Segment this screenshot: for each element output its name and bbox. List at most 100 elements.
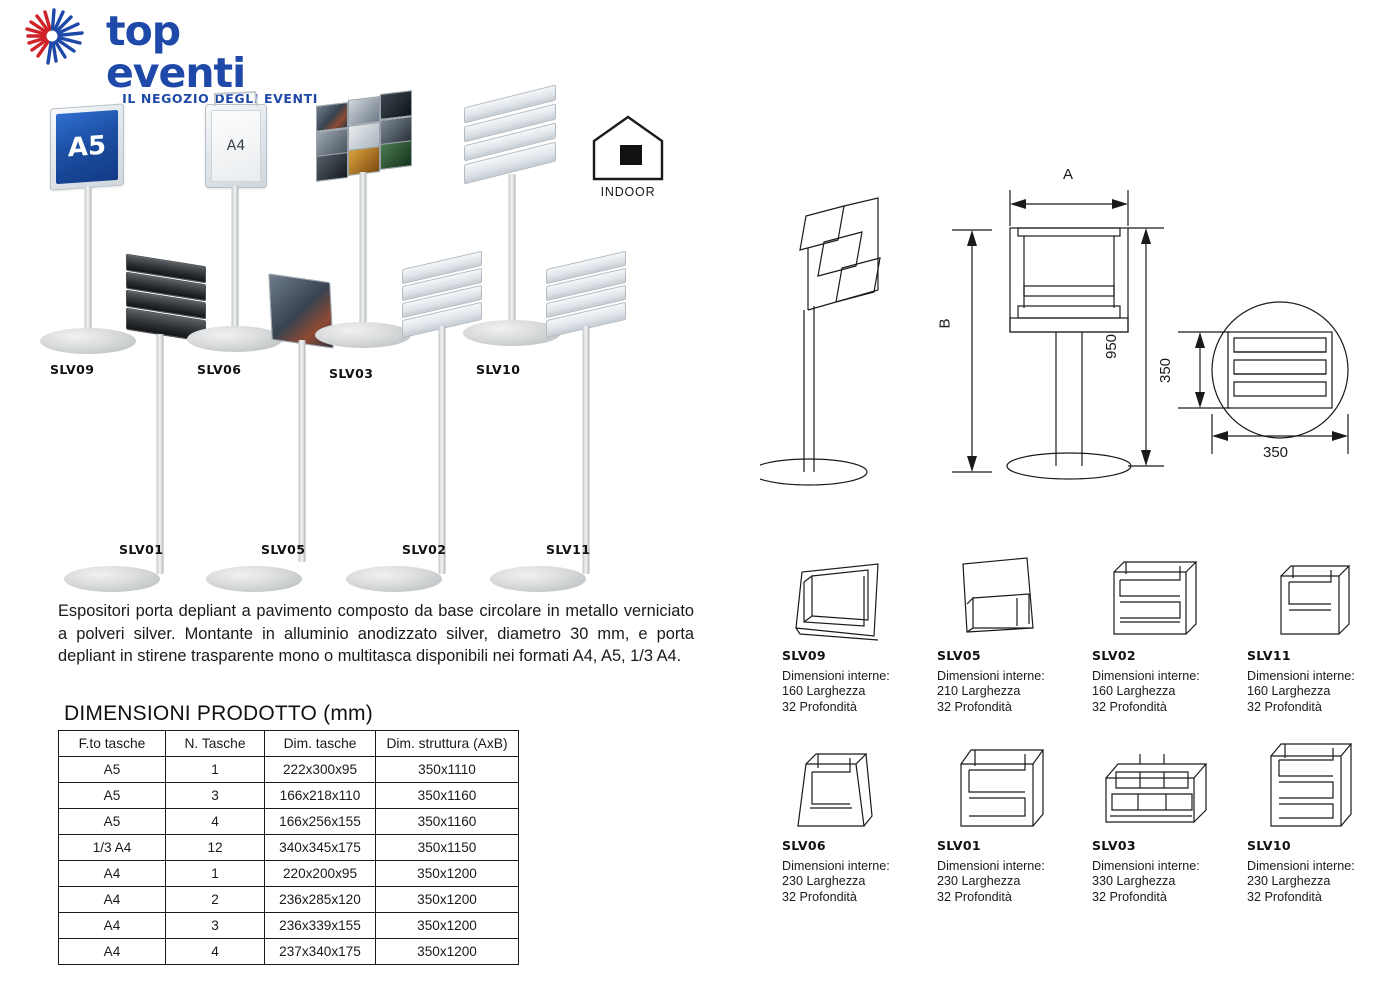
column-header-dim-struttura: Dim. struttura (AxB) [375, 730, 519, 757]
photo-stand-slv06: A4 [185, 90, 285, 356]
three-tier-icon [1092, 552, 1244, 644]
photo-label-slv02: SLV02 [402, 542, 447, 557]
poster-a5-label: A5 [56, 109, 118, 185]
table-cell-2: 340x345x175 [264, 834, 376, 861]
photo-stand-slv10 [458, 84, 566, 358]
table-cell-0: A4 [58, 886, 166, 913]
indoor-label: INDOOR [600, 185, 656, 199]
icon-cell-dimensions: Dimensioni interne: 230 Larghezza 32 Pro… [1247, 859, 1355, 904]
table-cell-0: A4 [58, 912, 166, 939]
icon-cell-dimensions: Dimensioni interne: 160 Larghezza 32 Pro… [1092, 669, 1200, 714]
icon-cell-dimensions: Dimensioni interne: 330 Larghezza 32 Pro… [1092, 859, 1200, 904]
acrylic-head-a4-box: A4 [205, 90, 267, 188]
two-tier-wide-icon [937, 742, 1089, 834]
photo-stand-slv03 [308, 90, 418, 358]
icon-cell-code: SLV02 [1092, 648, 1136, 663]
photo-stand-slv01 [108, 253, 212, 574]
dim-label-a: A [1063, 166, 1074, 183]
starburst-icon [18, 6, 98, 68]
table-cell-0: A5 [58, 782, 166, 809]
photo-label-slv03: SLV03 [329, 366, 374, 381]
table-cell-3: 350x1200 [375, 938, 519, 965]
icon-cell-code: SLV05 [937, 648, 981, 663]
table-cell-2: 236x339x155 [264, 912, 376, 939]
table-cell-0: A4 [58, 860, 166, 887]
icon-cell-dimensions: Dimensioni interne: 160 Larghezza 32 Pro… [1247, 669, 1355, 714]
dim-label-350-depth: 350 [1157, 357, 1175, 384]
indoor-badge: INDOOR [588, 113, 668, 199]
table-cell-1: 2 [165, 886, 265, 913]
dim-label-950: 950 [1103, 333, 1121, 360]
single-pocket-tall-icon [937, 552, 1089, 644]
column-header-dim-tasche: Dim. tasche [264, 730, 376, 757]
table-title: DIMENSIONI PRODOTTO (mm) [64, 702, 373, 725]
table-cell-2: 236x285x120 [264, 886, 376, 913]
table-cell-3: 350x1160 [375, 782, 519, 809]
icon-cell-code: SLV01 [937, 838, 981, 853]
table-cell-2: 166x218x110 [264, 782, 376, 809]
stand-base [64, 566, 160, 592]
icon-cell-dimensions: Dimensioni interne: 160 Larghezza 32 Pro… [782, 669, 890, 714]
brand-name: top eventi [106, 7, 246, 97]
photo-stand-slv09: A5 [38, 103, 138, 356]
table-cell-1: 3 [165, 912, 265, 939]
table-cell-1: 1 [165, 860, 265, 887]
table-cell-0: A5 [58, 808, 166, 835]
table-cell-2: 222x300x95 [264, 756, 376, 783]
product-photo-gallery: A5 A4 [20, 84, 720, 592]
multi-cell-grid-icon [1092, 742, 1244, 834]
table-cell-3: 350x1110 [375, 756, 519, 783]
technical-drawing-svg [750, 190, 1349, 486]
brand-tagline: IL NEGOZIO DEGLI EVENTI [122, 91, 318, 106]
table-cell-1: 3 [165, 782, 265, 809]
house-icon [592, 115, 664, 181]
photo-stand-slv05 [252, 273, 352, 562]
table-cell-1: 12 [165, 834, 265, 861]
table-cell-3: 350x1200 [375, 860, 519, 887]
icon-cell-dimensions: Dimensioni interne: 230 Larghezza 32 Pro… [782, 859, 890, 904]
photo-label-slv06: SLV06 [197, 362, 242, 377]
technical-drawing: A B 950 350 350 [750, 80, 1400, 510]
photo-label-slv10: SLV10 [476, 362, 521, 377]
table-cell-3: 350x1200 [375, 912, 519, 939]
table-cell-0: A5 [58, 756, 166, 783]
icon-cell-code: SLV09 [782, 648, 826, 663]
photo-stand-slv02 [392, 250, 492, 574]
table-cell-1: 1 [165, 756, 265, 783]
column-header-numero: N. Tasche [165, 730, 265, 757]
icon-cell-code: SLV11 [1247, 648, 1291, 663]
table-cell-2: 166x256x155 [264, 808, 376, 835]
photo-stand-slv11 [536, 250, 636, 574]
stand-base [346, 566, 442, 592]
table-cell-2: 220x200x95 [264, 860, 376, 887]
single-pocket-box-icon [782, 742, 934, 834]
table-cell-3: 350x1150 [375, 834, 519, 861]
table-cell-3: 350x1200 [375, 886, 519, 913]
product-description: Espositori porta depliant a pavimento co… [58, 602, 694, 665]
acrylic-head-magazine-grid [316, 90, 412, 182]
photo-label-slv05: SLV05 [261, 542, 306, 557]
brand-logo: top eventi IL NEGOZIO DEGLI EVENTI [18, 6, 318, 105]
table-cell-1: 4 [165, 808, 265, 835]
dimensions-table: F.to tasche N. Tasche Dim. tasche Dim. s… [58, 730, 519, 965]
stand-base [206, 566, 302, 592]
table-cell-0: A4 [58, 938, 166, 965]
single-pocket-slanted-icon [782, 552, 934, 644]
photo-label-slv01: SLV01 [119, 542, 164, 557]
